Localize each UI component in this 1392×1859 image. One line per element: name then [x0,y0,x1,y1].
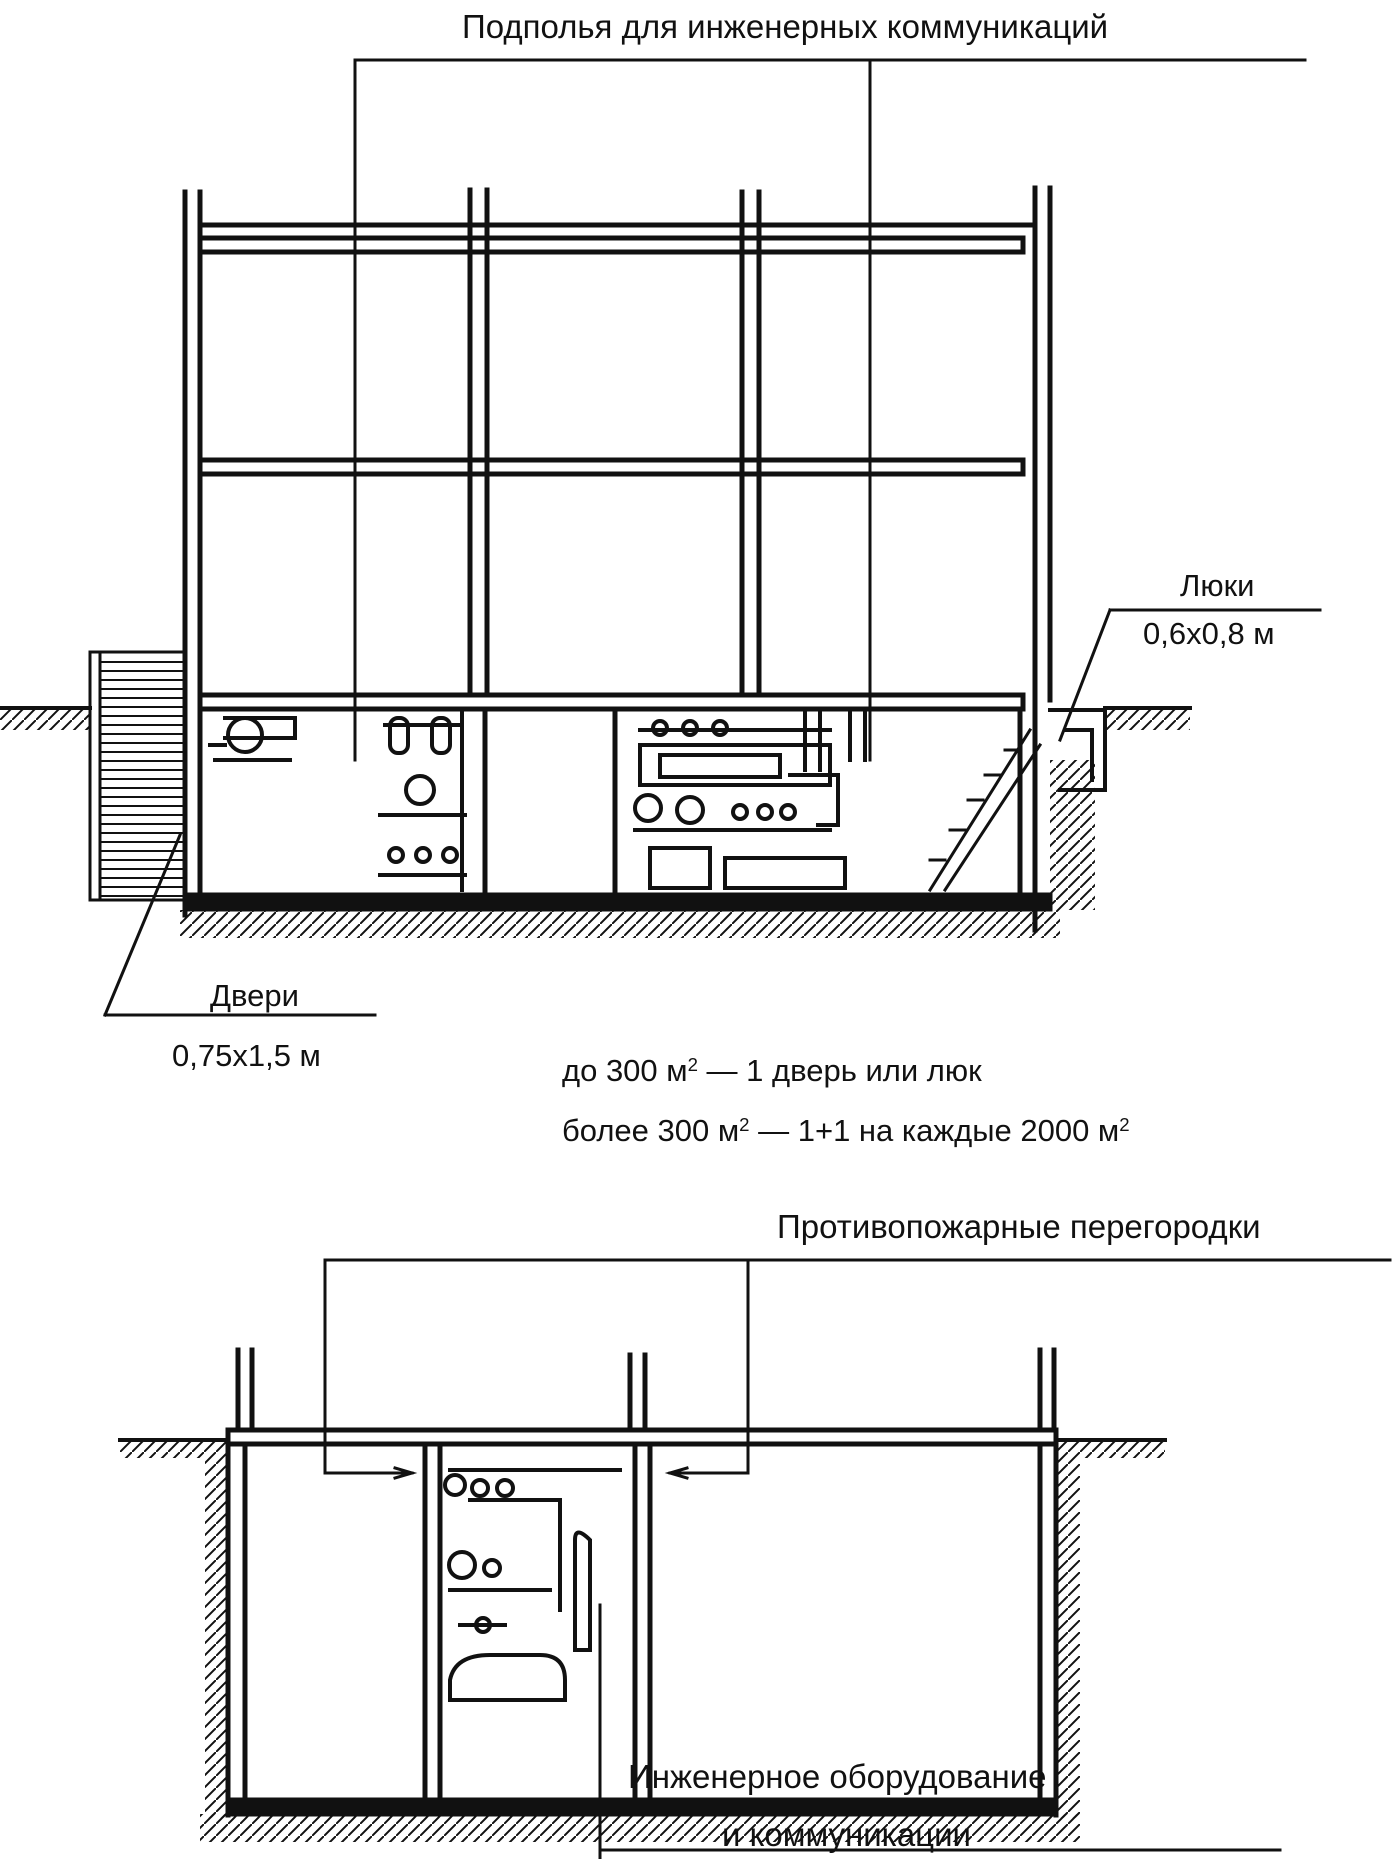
rule-line-1-sup: 2 [687,1053,698,1075]
hatches-leader-line [1058,608,1112,742]
rule-line-1: до 300 м2 — 1 дверь или люк [562,1055,982,1086]
doors-leader-line [103,833,182,1017]
stair-hatching-icon [88,650,187,902]
bottom-basement-section [118,1258,1392,1859]
rule-line-1-suffix: — 1 дверь или люк [697,1053,982,1088]
ground-hatching-icon [0,706,1192,938]
underfloor-leader-lines [353,58,1307,762]
top-building-section [0,58,1322,1017]
stair-treads [99,661,183,897]
rule-line-1-prefix: до 300 м [562,1053,688,1088]
hatches-callout-size: 0,6х0,8 м [1143,616,1275,651]
hatches-callout-title: Люки [1180,568,1255,603]
hatch-ladder [927,727,1043,893]
pipe-equipment-icon [443,1468,622,1702]
rule-line-2: более 300 м2 — 1+1 на каждые 2000 м2 [562,1115,1130,1146]
bottom-frame [225,1347,1059,1818]
firewall-leader-lines [323,1258,1392,1480]
equipment-callout-line2: и коммуникации [722,1816,971,1853]
ground-hatching-icon [118,1438,1167,1842]
underfloor-callout: Подполья для инженерных коммуникаций [462,8,1109,45]
firewalls-callout: Противопожарные перегородки [777,1208,1261,1245]
doors-callout-title: Двери [210,978,299,1013]
pipe-equipment-icon [208,710,467,892]
building-frame [182,185,1053,933]
rule-line-2-middle: — 1+1 на каждые 2000 м [749,1113,1120,1148]
hatch-pit [1048,708,1107,792]
equipment-callout-line1: Инженерное оборудование [628,1758,1047,1795]
rule-line-2-sup2: 2 [1119,1113,1130,1135]
rule-line-2-prefix: более 300 м [562,1113,740,1148]
doors-callout-size: 0,75х1,5 м [172,1038,321,1073]
top-basement [182,706,1053,912]
rule-line-2-sup: 2 [739,1113,750,1135]
pipe-equipment-icon [633,710,867,890]
